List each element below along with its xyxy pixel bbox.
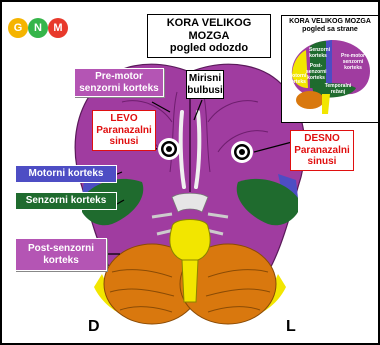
inset-brainstem [322,94,330,114]
inset-label-sensory: Senzorni korteks [309,48,327,60]
label-levo: LEVO Paranazalni sinusi [92,110,156,151]
inset-panel: KORA VELIKOG MOZGA pogled sa strane Moto… [281,15,379,123]
label-post: Post-senzorni korteks [15,238,107,271]
label-mirisni: Mirisni bulbusi [186,70,224,99]
target-right [231,141,253,163]
inset-label-motor: Motorni korteks [288,74,306,86]
label-senzorni: Senzorni korteks [15,192,117,210]
inset-label-post: Post-senzorni korteks [306,64,326,81]
pons [170,220,210,263]
label-premotor: Pre-motor senzorni korteks [74,68,164,97]
label-motorni: Motorni korteks [15,165,117,183]
label-desno: DESNO Paranazalni sinusi [290,130,354,171]
inset-label-temporal: Temporalni režanj [322,84,354,96]
medulla [182,260,198,302]
corner-left: D [88,318,100,336]
inset-label-premotor: Pre-motor senzorni korteks [340,54,366,71]
optic-chiasm [172,193,208,212]
inset-cerebellum [296,91,324,109]
target-left [158,138,180,160]
corner-right: L [286,318,296,336]
